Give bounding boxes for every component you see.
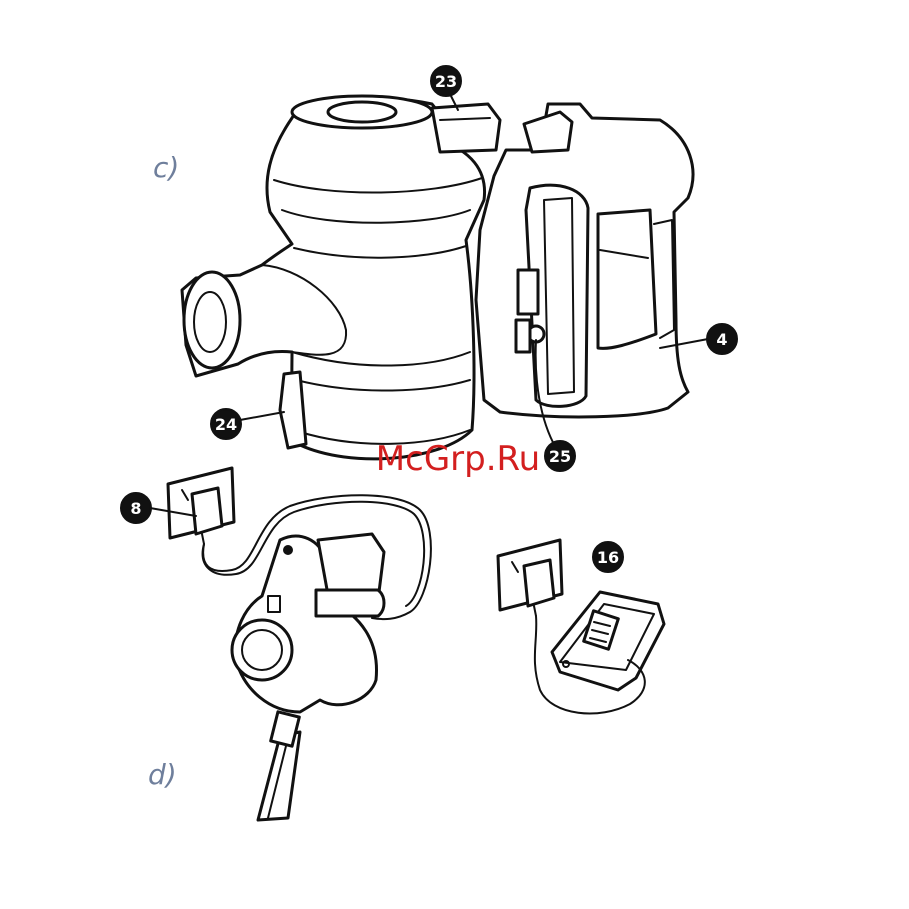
svg-text:23: 23 [435,72,457,91]
svg-text:24: 24 [215,415,237,434]
bin-flap [280,372,306,448]
callout-16: 16 [593,542,623,572]
section-label-d: d) [148,758,177,791]
svg-text:8: 8 [130,499,141,518]
svg-text:16: 16 [597,548,619,567]
callout-4: 4 [707,324,737,354]
vacuum-stick-assembly [232,534,384,820]
battery-charger [552,592,664,690]
handle-motor-housing [476,104,693,448]
callout-24: 24 [211,409,241,439]
callout-25: 25 [545,441,575,471]
power-adapter-2 [524,560,554,616]
callout-8: 8 [121,493,151,523]
section-label-c: c) [153,151,179,184]
svg-text:25: 25 [549,447,571,466]
watermark-text: McGrp.Ru [376,439,540,479]
svg-text:4: 4 [716,330,727,349]
callout-23: 23 [431,66,461,96]
release-latch [432,104,500,152]
